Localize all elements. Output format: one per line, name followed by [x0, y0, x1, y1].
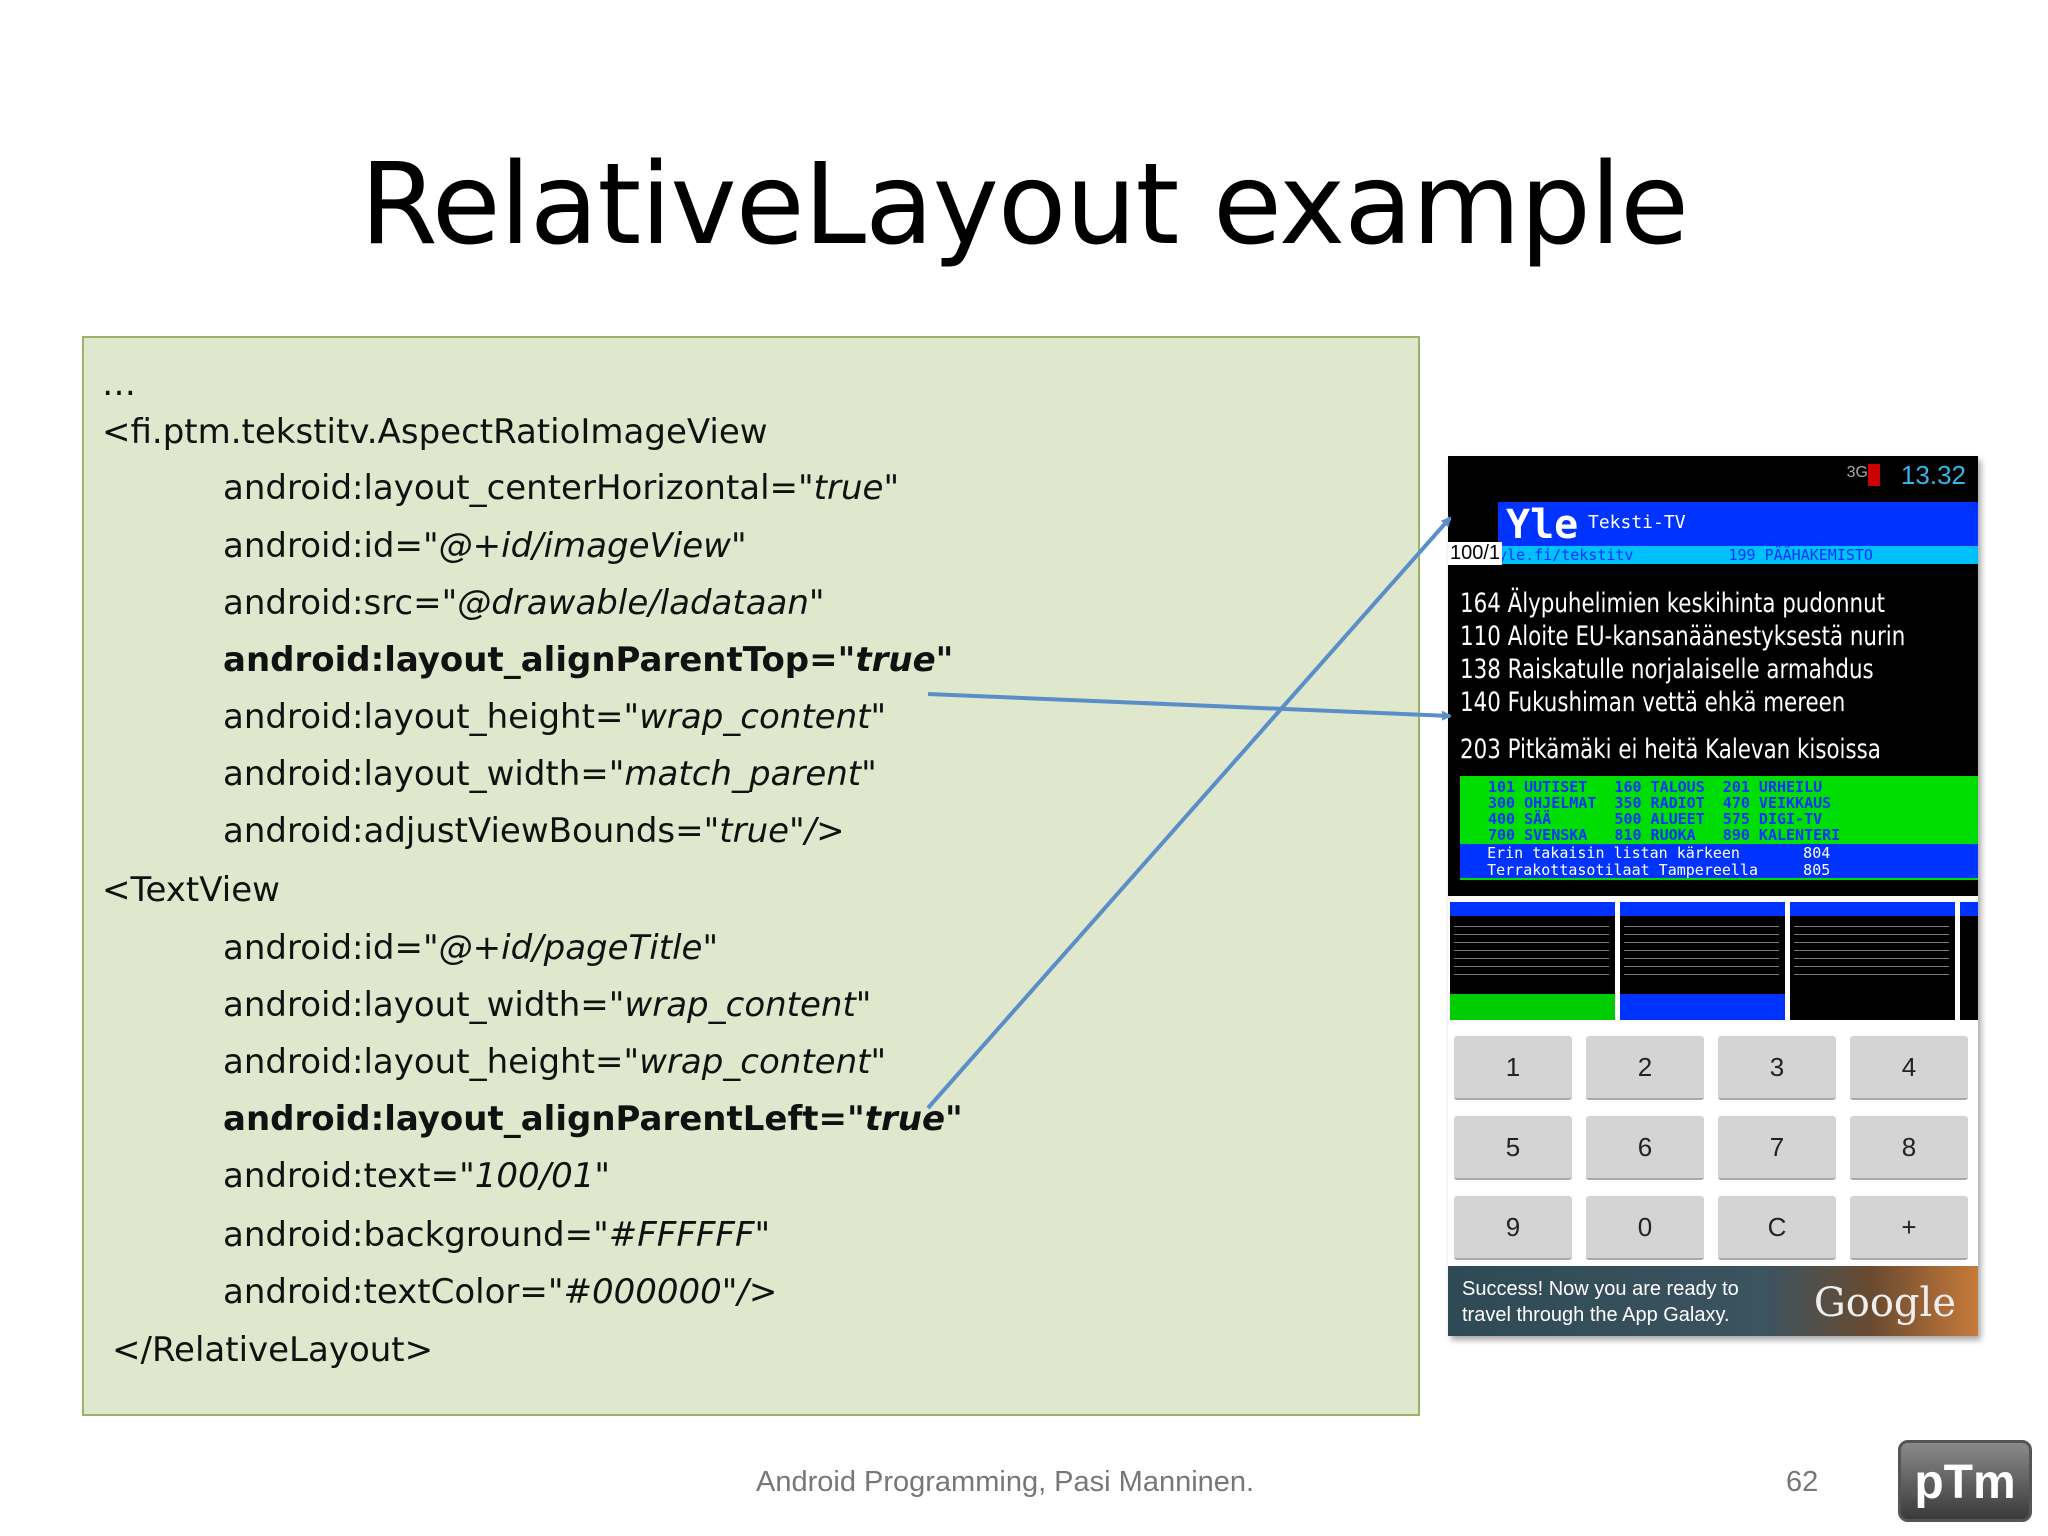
key-5[interactable]: 5 [1454, 1116, 1572, 1180]
code-line: </RelativeLayout> [112, 1330, 434, 1370]
code-line-highlight: android:layout_alignParentTop="true" [223, 640, 954, 680]
code-line: android:layout_width="match_parent" [223, 754, 877, 794]
teletext-title: Teksti-TV [1588, 512, 1686, 533]
thumbnail-strip [1448, 896, 1978, 1026]
page-thumbnail[interactable] [1620, 902, 1785, 1020]
index-footer-line: Terrakottasotilaat Tampereella 805 [1460, 861, 1978, 879]
code-line: android:textColor="#000000"/> [223, 1272, 778, 1312]
code-line-highlight: android:layout_alignParentLeft="true" [223, 1099, 963, 1139]
index-line: 300 OHJELMAT 350 RADIOT 470 VEIKKAUS [1488, 794, 1832, 812]
status-clock: 13.32 [1900, 460, 1966, 490]
code-line: <fi.ptm.tekstitv.AspectRatioImageView [102, 412, 768, 452]
teletext-index: 101 UUTISET 160 TALOUS 201 URHEILU 300 O… [1460, 776, 1978, 880]
ad-text: Success! Now you are ready to travel thr… [1462, 1278, 1739, 1326]
slide-title: RelativeLayout example [359, 140, 1689, 270]
code-line: android:src="@drawable/ladataan" [223, 583, 825, 623]
key-1[interactable]: 1 [1454, 1036, 1572, 1100]
signal-icon: 3G [1846, 464, 1868, 481]
code-line: android:layout_height="wrap_content" [223, 1042, 887, 1082]
code-line: android:background="#FFFFFF" [223, 1215, 771, 1255]
news-line: 138 Raiskatulle norjalaiselle armahdus [1460, 654, 1874, 685]
code-line: android:text="100/01" [223, 1156, 610, 1196]
page-number: 62 [1786, 1466, 1819, 1498]
code-line: android:layout_centerHorizontal="true" [223, 468, 900, 508]
footer-text: Android Programming, Pasi Manninen. [756, 1466, 1255, 1498]
index-footer-line: Erin takaisin listan kärkeen 804 [1460, 844, 1978, 862]
code-line: android:adjustViewBounds="true"/> [223, 811, 845, 851]
key-8[interactable]: 8 [1850, 1116, 1968, 1180]
keypad: 1 2 3 4 5 6 7 8 9 0 C + [1448, 1026, 1978, 1266]
key-6[interactable]: 6 [1586, 1116, 1704, 1180]
ad-banner[interactable]: Success! Now you are ready to travel thr… [1448, 1266, 1978, 1336]
page-title-label: 100/1 [1448, 542, 1503, 565]
google-logo: Google [1813, 1280, 1956, 1326]
index-line: 700 SVENSKA 810 RUOKA 890 KALENTERI [1488, 826, 1841, 844]
code-line: <TextView [102, 870, 280, 910]
battery-icon [1868, 464, 1880, 486]
key-0[interactable]: 0 [1586, 1196, 1704, 1260]
code-line: android:id="@+id/imageView" [223, 526, 747, 566]
key-9[interactable]: 9 [1454, 1196, 1572, 1260]
ptm-logo: pTm [1898, 1440, 2032, 1522]
code-line: android:id="@+id/pageTitle" [223, 928, 719, 968]
news-line: 140 Fukushiman vettä ehkä mereen [1460, 687, 1846, 718]
key-2[interactable]: 2 [1586, 1036, 1704, 1100]
news-line: 203 Pitkämäki ei heitä Kalevan kisoissa [1460, 734, 1881, 765]
teletext-header: Yle Teksti-TV [1498, 502, 1978, 548]
index-line: 400 SÄÄ 500 ALUEET 575 DIGI-TV [1488, 810, 1823, 828]
news-line: 164 Älypuhelimien keskihinta pudonnut [1460, 588, 1886, 619]
key-7[interactable]: 7 [1718, 1116, 1836, 1180]
status-bar: 3G 13.32 [1448, 456, 1978, 496]
code-line: android:layout_width="wrap_content" [223, 985, 872, 1025]
yle-logo: Yle [1506, 502, 1579, 548]
page-thumbnail[interactable] [1960, 902, 1978, 1020]
index-line: 101 UUTISET 160 TALOUS 201 URHEILU [1488, 778, 1823, 796]
code-block: … <fi.ptm.tekstitv.AspectRatioImageView … [82, 336, 1420, 1416]
key-clear[interactable]: C [1718, 1196, 1836, 1260]
page-thumbnail[interactable] [1450, 902, 1615, 1020]
code-line: … [102, 364, 136, 404]
page-thumbnail[interactable] [1790, 902, 1955, 1020]
phone-screenshot: 3G 13.32 100/1 Yle Teksti-TV yle.fi/teks… [1448, 456, 1978, 1336]
key-plus[interactable]: + [1850, 1196, 1968, 1260]
code-line: android:layout_height="wrap_content" [223, 697, 887, 737]
key-4[interactable]: 4 [1850, 1036, 1968, 1100]
news-line: 110 Aloite EU-kansanäänestyksestä nurin [1460, 621, 1906, 652]
key-3[interactable]: 3 [1718, 1036, 1836, 1100]
